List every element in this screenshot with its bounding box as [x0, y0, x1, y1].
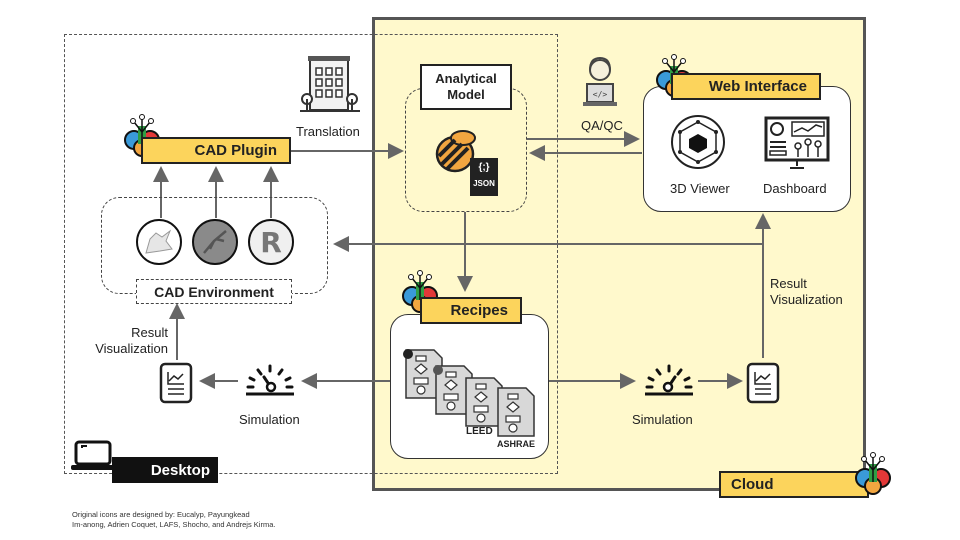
cloud-simulation-gauge-icon	[645, 364, 693, 396]
cloud-result-line2: Visualization	[770, 292, 843, 307]
grasshopper-icon[interactable]	[192, 219, 238, 265]
leed-label: LEED	[466, 426, 493, 437]
cloud-label: Cloud	[719, 471, 869, 498]
translation-label: Translation	[296, 124, 360, 139]
dashboard-monitor-icon[interactable]	[764, 116, 830, 172]
credits-line2: Im-anong, Adrien Coquet, LAFS, Shocho, a…	[72, 520, 276, 529]
cad-environment-label: CAD Environment	[136, 279, 292, 304]
analytical-model-label: Analytical Model	[420, 64, 512, 110]
dashboard-label: Dashboard	[763, 181, 827, 196]
cloud-result-visualization-label: Result Visualization	[770, 276, 843, 308]
json-file-icon: {;} JSON	[470, 158, 498, 196]
desktop-region	[64, 34, 558, 474]
revit-icon[interactable]: R	[248, 219, 294, 265]
desktop-result-report-icon[interactable]	[159, 362, 193, 404]
cloud-simulation-label: Simulation	[632, 412, 693, 427]
web-interface-label[interactable]: Web Interface	[671, 73, 821, 100]
desktop-simulation-gauge-icon	[246, 364, 294, 396]
json-glyph: {;}	[478, 162, 490, 173]
3d-viewer-label: 3D Viewer	[670, 181, 730, 196]
desktop-result-line1: Result	[131, 325, 168, 340]
desktop-label-group	[70, 440, 118, 479]
desktop-label: Desktop	[112, 457, 218, 483]
icon-credits: Original icons are designed by: Eucalyp,…	[72, 510, 275, 530]
qa-qc-label: QA/QC	[581, 118, 623, 133]
desktop-result-line2: Visualization	[95, 341, 168, 356]
cloud-result-line1: Result	[770, 276, 807, 291]
json-text: JSON	[473, 179, 495, 188]
recipes-label[interactable]: Recipes	[420, 297, 522, 324]
building-icon	[300, 56, 360, 112]
cloud-result-report-icon[interactable]	[746, 362, 780, 404]
rhino-icon[interactable]	[136, 219, 182, 265]
credits-line1: Original icons are designed by: Eucalyp,…	[72, 510, 250, 519]
desktop-simulation-label: Simulation	[239, 412, 300, 427]
laptop-icon	[71, 440, 115, 470]
ladybug-icon	[435, 130, 476, 173]
desktop-result-visualization-label: Result Visualization	[88, 325, 168, 357]
svg-text:</>: </>	[593, 90, 608, 99]
recipe-documents-icon	[403, 349, 535, 437]
developer-icon: </>	[583, 56, 617, 106]
cad-plugin-label[interactable]: CAD Plugin	[141, 137, 291, 164]
ashrae-label: ASHRAE	[497, 439, 536, 449]
3d-cube-icon[interactable]	[670, 114, 726, 170]
pollination-logo-icon	[855, 452, 891, 495]
